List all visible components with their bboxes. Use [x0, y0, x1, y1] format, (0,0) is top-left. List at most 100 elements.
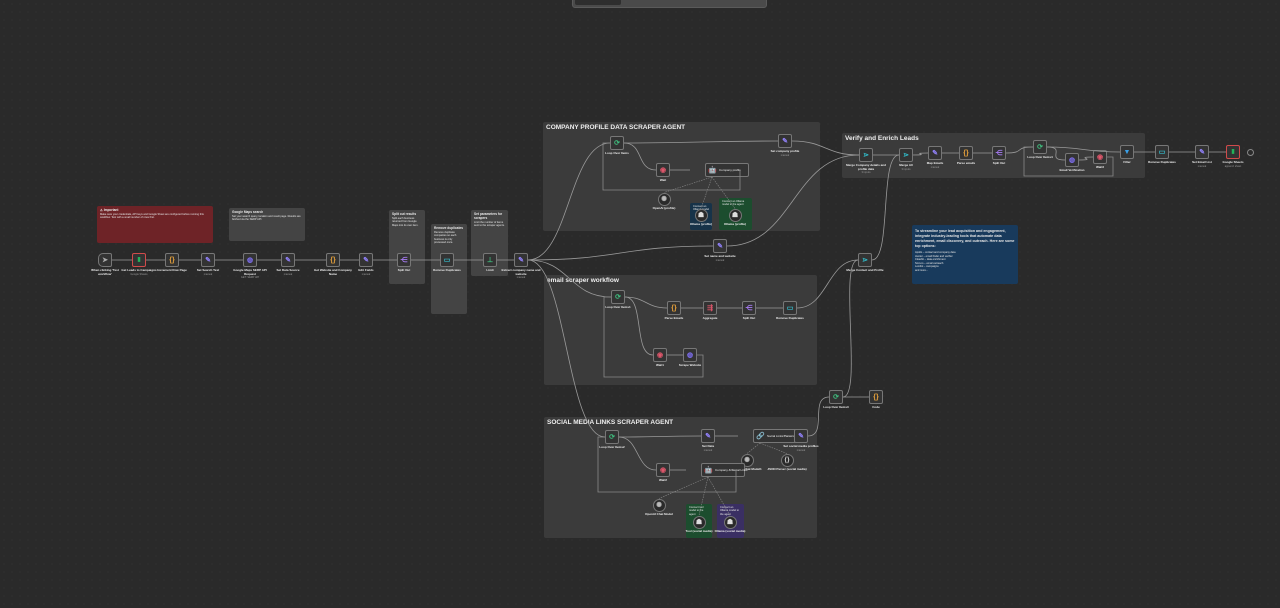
node-loop3[interactable]: ⟳: [829, 390, 843, 404]
node-label: Set Search Text: [196, 268, 220, 272]
node-c-agent[interactable]: 🤖Company profile: [705, 163, 749, 177]
node-trigger[interactable]: ➤: [98, 253, 112, 267]
node-label: Limit: [486, 268, 494, 272]
node-c-set[interactable]: ✎: [778, 134, 792, 148]
node-v-merge[interactable]: ⋗: [859, 148, 873, 162]
pencil-icon: ✎: [798, 432, 804, 440]
node-limit[interactable]: ⊥: [483, 253, 497, 267]
node-c-ollama2[interactable]: ☗: [728, 208, 742, 222]
node-v-set-list[interactable]: ✎: [1195, 145, 1209, 159]
node-set-search[interactable]: ✎: [201, 253, 215, 267]
cursor-icon: ➤: [102, 256, 108, 264]
node-e-http[interactable]: ◍: [683, 348, 697, 362]
node-v-http[interactable]: ◍: [1065, 153, 1079, 167]
node-edit-fields[interactable]: ✎: [359, 253, 373, 267]
node-label: Wait1: [656, 363, 664, 367]
node-caption: Limit: [470, 268, 510, 273]
node-v-wait[interactable]: ◉: [1093, 150, 1107, 164]
pencil-icon: ✎: [705, 432, 711, 440]
node-code[interactable]: {}: [869, 390, 883, 404]
node-label: OpenAI Chat Model1: [732, 467, 762, 471]
top-toolbar[interactable]: [572, 0, 767, 8]
merge-icon: ⋗: [903, 151, 909, 159]
add-node-endpoint[interactable]: [1247, 149, 1254, 156]
node-label: Aggregate: [702, 316, 718, 320]
node-s-set[interactable]: ✎: [701, 429, 715, 443]
node-e-dup[interactable]: ▭: [783, 301, 797, 315]
node-set-name[interactable]: ✎: [713, 239, 727, 253]
pencil-icon: ✎: [363, 256, 369, 264]
node-s-loop[interactable]: ⟳: [605, 430, 619, 444]
node-merge-contact[interactable]: ⋗: [858, 253, 872, 267]
node-serp[interactable]: ◍: [243, 253, 257, 267]
node-caption: Code: [856, 405, 896, 410]
node-get-website[interactable]: {}: [326, 253, 340, 267]
node-sublabel: manual: [703, 448, 713, 452]
sticky-body: Remove duplicate companies so each busin…: [434, 231, 457, 245]
node-s-links[interactable]: 🔗Social Links Parser Agent: [753, 429, 801, 443]
node-s-agent[interactable]: 🤖Company & Social Links: [701, 463, 748, 477]
option-item: Apollo – contact and company data: [915, 251, 956, 254]
node-caption: Tool (social media): [679, 529, 719, 534]
node-c-loop[interactable]: ⟳: [610, 136, 624, 150]
group-title: Verify and Enrich Leads: [845, 135, 919, 142]
node-c-openai[interactable]: ✺: [657, 192, 671, 206]
limit-icon: ⊥: [486, 256, 494, 264]
node-v-dup[interactable]: ▭: [1155, 145, 1169, 159]
node-label: Get Website and Company Name: [314, 268, 352, 276]
node-extract[interactable]: ✎: [514, 253, 528, 267]
wait-icon: ◉: [659, 166, 667, 174]
merge-icon: ⋗: [862, 256, 868, 264]
node-caption: Loop Over Items: [597, 151, 637, 156]
code-icon: {}: [963, 149, 969, 157]
node-s-wait[interactable]: ◉: [656, 463, 670, 477]
node-e-parse[interactable]: {}: [667, 301, 681, 315]
node-c-wait[interactable]: ◉: [656, 163, 670, 177]
node-s-json[interactable]: ⟨⟩: [780, 453, 794, 467]
node-v-split[interactable]: ⋲: [992, 146, 1006, 160]
loop-icon: ⟳: [614, 139, 620, 147]
node-caption: OpenAI Chat Model: [639, 512, 679, 517]
node-v-loop[interactable]: ⟳: [1033, 140, 1047, 154]
sticky-tool-options[interactable]: To streamline your lead acquisition and …: [912, 225, 1018, 284]
node-e-agg[interactable]: ⇶: [703, 301, 717, 315]
node-v-map[interactable]: ✎: [928, 146, 942, 160]
node-e-loop[interactable]: ⟳: [611, 290, 625, 304]
loop-icon: ⟳: [833, 393, 839, 401]
node-s-tool[interactable]: ☗: [692, 515, 706, 529]
node-s-openai2[interactable]: ✺: [652, 498, 666, 512]
node-inc-page[interactable]: {}: [165, 253, 179, 267]
node-caption: Ollama (social media): [710, 529, 750, 534]
node-caption: Merge Contact and Profile: [845, 268, 885, 273]
google-sheets-icon: ▮: [137, 256, 141, 263]
node-caption: Remove Duplicates: [770, 316, 810, 321]
node-v-parse[interactable]: {}: [959, 146, 973, 160]
node-c-ollama[interactable]: ☗: [694, 208, 708, 222]
node-v-merge-all[interactable]: ⋗: [899, 148, 913, 162]
node-split-out[interactable]: ⋲: [397, 253, 411, 267]
node-label: Set Email List: [1192, 160, 1212, 164]
code-icon: {}: [671, 304, 677, 312]
node-v-sheets[interactable]: ▮: [1226, 145, 1240, 159]
openai-icon: ✺: [661, 195, 667, 203]
node-sublabel: manual: [516, 276, 526, 280]
node-v-filter[interactable]: ▼: [1120, 145, 1134, 159]
node-e-wait[interactable]: ◉: [653, 348, 667, 362]
pencil-icon: ✎: [285, 256, 291, 264]
node-set-source[interactable]: ✎: [281, 253, 295, 267]
node-s-set2[interactable]: ✎: [794, 429, 808, 443]
node-remove-dup[interactable]: ▭: [440, 253, 454, 267]
toolbar-tab-active[interactable]: [575, 0, 621, 5]
node-get-leads[interactable]: ▮: [132, 253, 146, 267]
node-e-split[interactable]: ⋲: [742, 301, 756, 315]
node-s-ollama[interactable]: ☗: [723, 515, 737, 529]
